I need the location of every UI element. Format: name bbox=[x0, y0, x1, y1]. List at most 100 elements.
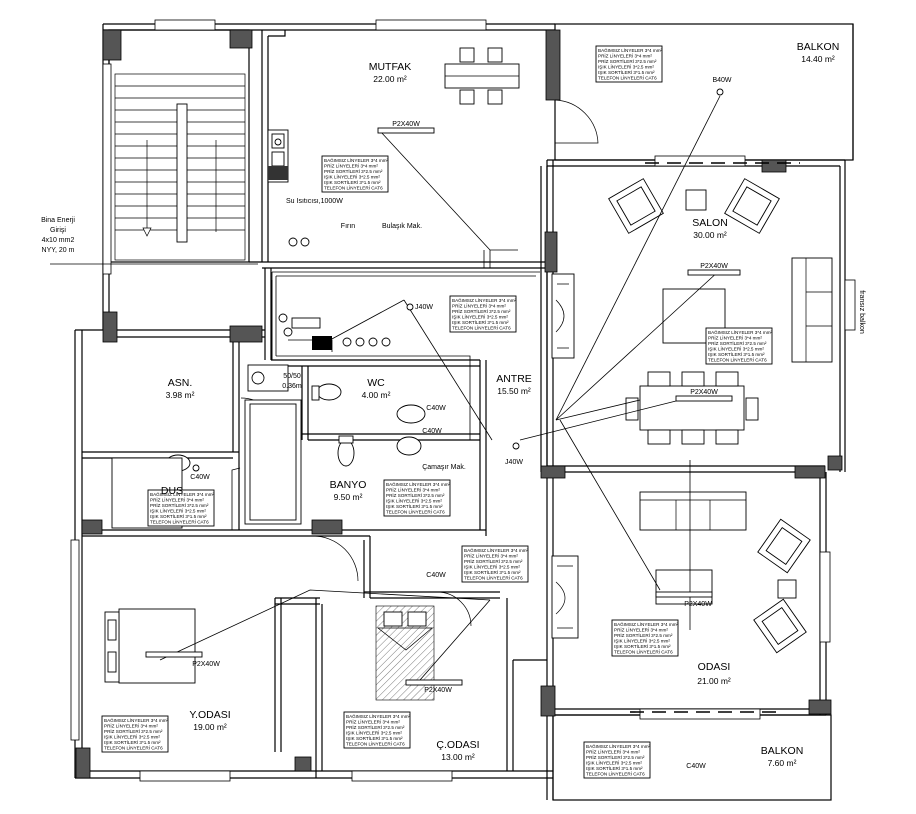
svg-text:PRİZ LİNYELERİ 3*4 mm²: PRİZ LİNYELERİ 3*4 mm² bbox=[464, 553, 518, 559]
svg-text:PRİZ SORTİLERİ 3*2.5 mm²: PRİZ SORTİLERİ 3*2.5 mm² bbox=[452, 308, 511, 314]
kitchen-counter bbox=[267, 129, 289, 183]
room-name-dus: DUS bbox=[161, 485, 183, 497]
svg-text:TELEFON LİNYELERİ CAT6: TELEFON LİNYELERİ CAT6 bbox=[598, 75, 657, 81]
svg-text:PRİZ SORTİLERİ 3*2.5 mm²: PRİZ SORTİLERİ 3*2.5 mm² bbox=[614, 632, 673, 638]
svg-text:TELEFON LİNYELERİ CAT6: TELEFON LİNYELERİ CAT6 bbox=[346, 741, 405, 747]
svg-text:PRİZ SORTİLERİ 3*2.5 mm²: PRİZ SORTİLERİ 3*2.5 mm² bbox=[464, 558, 523, 564]
lamp-label-c40w-balkon: C40W bbox=[686, 763, 706, 770]
svg-text:BAĞIMSIZ LİNYELER 3*4 mm²: BAĞIMSIZ LİNYELER 3*4 mm² bbox=[452, 297, 517, 303]
room-area-salon: 30.00 m² bbox=[693, 230, 727, 240]
electric-panel bbox=[278, 237, 391, 350]
svg-text:BAĞIMSIZ LİNYELER 3*4 mm²: BAĞIMSIZ LİNYELER 3*4 mm² bbox=[598, 47, 663, 53]
svg-text:PRİZ LİNYELERİ 3*4 mm²: PRİZ LİNYELERİ 3*4 mm² bbox=[104, 723, 158, 729]
room-area-odasi: 21.00 m² bbox=[697, 676, 731, 686]
svg-text:IŞIK LİNYELERİ 3*2.5 mm²: IŞIK LİNYELERİ 3*2.5 mm² bbox=[452, 314, 508, 320]
lamp-label-c40w-banyo: C40W bbox=[422, 428, 442, 435]
lamp-label-dining: P2X40W bbox=[690, 389, 718, 396]
lamp-label-c40w-dus: C40W bbox=[190, 474, 210, 481]
room-name-asn: ASN. bbox=[168, 377, 193, 389]
svg-text:IŞIK LİNYELERİ 3*2.5 mm²: IŞIK LİNYELERİ 3*2.5 mm² bbox=[104, 734, 160, 740]
svg-text:PRİZ SORTİLERİ 3*2.5 mm²: PRİZ SORTİLERİ 3*2.5 mm² bbox=[386, 492, 445, 498]
svg-text:TELEFON LİNYELERİ CAT6: TELEFON LİNYELERİ CAT6 bbox=[324, 185, 383, 191]
room-name-balkon-bottom: BALKON bbox=[761, 745, 804, 757]
electrical-wiring bbox=[50, 95, 800, 713]
label-oven: Fırın bbox=[341, 223, 355, 230]
svg-text:IŞIK LİNYELERİ 3*2.5 mm²: IŞIK LİNYELERİ 3*2.5 mm² bbox=[598, 64, 654, 70]
svg-text:PRİZ SORTİLERİ 3*2.5 mm²: PRİZ SORTİLERİ 3*2.5 mm² bbox=[104, 728, 163, 734]
svg-text:PRİZ SORTİLERİ 3*2.5 mm²: PRİZ SORTİLERİ 3*2.5 mm² bbox=[586, 754, 645, 760]
svg-text:PRİZ LİNYELERİ 3*4 mm²: PRİZ LİNYELERİ 3*4 mm² bbox=[386, 487, 440, 493]
room-name-mutfak: MUTFAK bbox=[369, 61, 412, 73]
spec-boxes bbox=[101, 45, 773, 779]
svg-text:PRİZ SORTİLERİ 3*2.5 mm²: PRİZ SORTİLERİ 3*2.5 mm² bbox=[708, 340, 767, 346]
windows bbox=[70, 19, 856, 782]
room-name-antre: ANTRE bbox=[496, 373, 532, 385]
svg-text:PRİZ SORTİLERİ 3*2.5 mm²: PRİZ SORTİLERİ 3*2.5 mm² bbox=[150, 502, 209, 508]
svg-text:BAĞIMSIZ LİNYELER 3*4 mm²: BAĞIMSIZ LİNYELER 3*4 mm² bbox=[708, 329, 773, 335]
svg-text:PRİZ LİNYELERİ 3*4 mm²: PRİZ LİNYELERİ 3*4 mm² bbox=[708, 335, 762, 341]
kitchen-dining-table bbox=[444, 47, 520, 105]
structural-columns bbox=[75, 29, 843, 779]
lamp-label-salon: P2X40W bbox=[700, 263, 728, 270]
svg-text:IŞIK LİNYELERİ 3*2.5 mm²: IŞIK LİNYELERİ 3*2.5 mm² bbox=[708, 346, 764, 352]
svg-text:IŞIK SORTİLERİ 3*1.5 mm²: IŞIK SORTİLERİ 3*1.5 mm² bbox=[464, 569, 521, 575]
svg-text:TELEFON LİNYELERİ CAT6: TELEFON LİNYELERİ CAT6 bbox=[708, 357, 767, 363]
room-name-balkon-top: BALKON bbox=[797, 41, 840, 53]
svg-text:PRİZ SORTİLERİ 3*2.5 mm²: PRİZ SORTİLERİ 3*2.5 mm² bbox=[324, 168, 383, 174]
svg-text:TELEFON LİNYELERİ CAT6: TELEFON LİNYELERİ CAT6 bbox=[614, 649, 673, 655]
svg-text:IŞIK SORTİLERİ 3*1.5 mm²: IŞIK SORTİLERİ 3*1.5 mm² bbox=[586, 765, 643, 771]
room-area-balkon-bottom: 7.60 m² bbox=[768, 758, 797, 768]
svg-text:IŞIK SORTİLERİ 3*1.5 mm²: IŞIK SORTİLERİ 3*1.5 mm² bbox=[346, 735, 403, 741]
svg-text:IŞIK LİNYELERİ 3*2.5 mm²: IŞIK LİNYELERİ 3*2.5 mm² bbox=[150, 508, 206, 514]
svg-text:PRİZ LİNYELERİ 3*4 mm²: PRİZ LİNYELERİ 3*4 mm² bbox=[346, 719, 400, 725]
room-name-odasi: ODASI bbox=[698, 661, 731, 673]
panel-label-1: 50/50 bbox=[283, 373, 301, 380]
lamp-label-j40w-2: J40W bbox=[505, 459, 523, 466]
svg-text:PRİZ LİNYELERİ 3*4 mm²: PRİZ LİNYELERİ 3*4 mm² bbox=[598, 53, 652, 59]
svg-text:BAĞIMSIZ LİNYELER 3*4 mm²: BAĞIMSIZ LİNYELER 3*4 mm² bbox=[150, 491, 215, 497]
lamp-label-mutfak: P2X40W bbox=[392, 121, 420, 128]
room-area-mutfak: 22.00 m² bbox=[373, 74, 407, 84]
lamp-label-balkon: B40W bbox=[712, 77, 731, 84]
lamp-label-odasi: P2X40W bbox=[684, 601, 712, 608]
lamp-label-c40w-hall: C40W bbox=[426, 572, 446, 579]
salon-furniture bbox=[551, 178, 833, 445]
svg-text:TELEFON LİNYELERİ CAT6: TELEFON LİNYELERİ CAT6 bbox=[464, 575, 523, 581]
label-washing-machine: Çamaşır Mak. bbox=[422, 464, 466, 471]
odasi-furniture bbox=[551, 491, 811, 654]
svg-text:BAĞIMSIZ LİNYELER 3*4 mm²: BAĞIMSIZ LİNYELER 3*4 mm² bbox=[104, 717, 169, 723]
svg-text:BAĞIMSIZ LİNYELER 3*4 mm²: BAĞIMSIZ LİNYELER 3*4 mm² bbox=[346, 713, 411, 719]
svg-text:IŞIK SORTİLERİ 3*1.5 mm²: IŞIK SORTİLERİ 3*1.5 mm² bbox=[150, 513, 207, 519]
svg-text:PRİZ LİNYELERİ 3*4 mm²: PRİZ LİNYELERİ 3*4 mm² bbox=[452, 303, 506, 309]
svg-text:IŞIK SORTİLERİ 3*1.5 mm²: IŞIK SORTİLERİ 3*1.5 mm² bbox=[614, 643, 671, 649]
svg-text:TELEFON LİNYELERİ CAT6: TELEFON LİNYELERİ CAT6 bbox=[586, 771, 645, 777]
svg-text:IŞIK LİNYELERİ 3*2.5 mm²: IŞIK LİNYELERİ 3*2.5 mm² bbox=[464, 564, 520, 570]
room-area-wc: 4.00 m² bbox=[362, 390, 391, 400]
svg-text:IŞIK SORTİLERİ 3*1.5 mm²: IŞIK SORTİLERİ 3*1.5 mm² bbox=[386, 503, 443, 509]
svg-text:PRİZ LİNYELERİ 3*4 mm²: PRİZ LİNYELERİ 3*4 mm² bbox=[324, 163, 378, 169]
room-name-codasi: Ç.ODASI bbox=[436, 739, 479, 751]
svg-text:BAĞIMSIZ LİNYELER 3*4 mm²: BAĞIMSIZ LİNYELER 3*4 mm² bbox=[386, 481, 451, 487]
svg-text:TELEFON LİNYELERİ CAT6: TELEFON LİNYELERİ CAT6 bbox=[104, 745, 163, 751]
svg-text:PRİZ SORTİLERİ 3*2.5 mm²: PRİZ SORTİLERİ 3*2.5 mm² bbox=[598, 58, 657, 64]
room-name-wc: WC bbox=[367, 377, 385, 389]
svg-text:PRİZ LİNYELERİ 3*4 mm²: PRİZ LİNYELERİ 3*4 mm² bbox=[586, 749, 640, 755]
label-water-heater: Su Isıtıcısı,1000W bbox=[286, 198, 343, 205]
svg-text:BAĞIMSIZ LİNYELER 3*4 mm²: BAĞIMSIZ LİNYELER 3*4 mm² bbox=[586, 743, 651, 749]
svg-text:IŞIK SORTİLERİ 3*1.5 mm²: IŞIK SORTİLERİ 3*1.5 mm² bbox=[598, 69, 655, 75]
staircase bbox=[114, 73, 246, 261]
svg-text:IŞIK LİNYELERİ 3*2.5 mm²: IŞIK LİNYELERİ 3*2.5 mm² bbox=[324, 174, 380, 180]
